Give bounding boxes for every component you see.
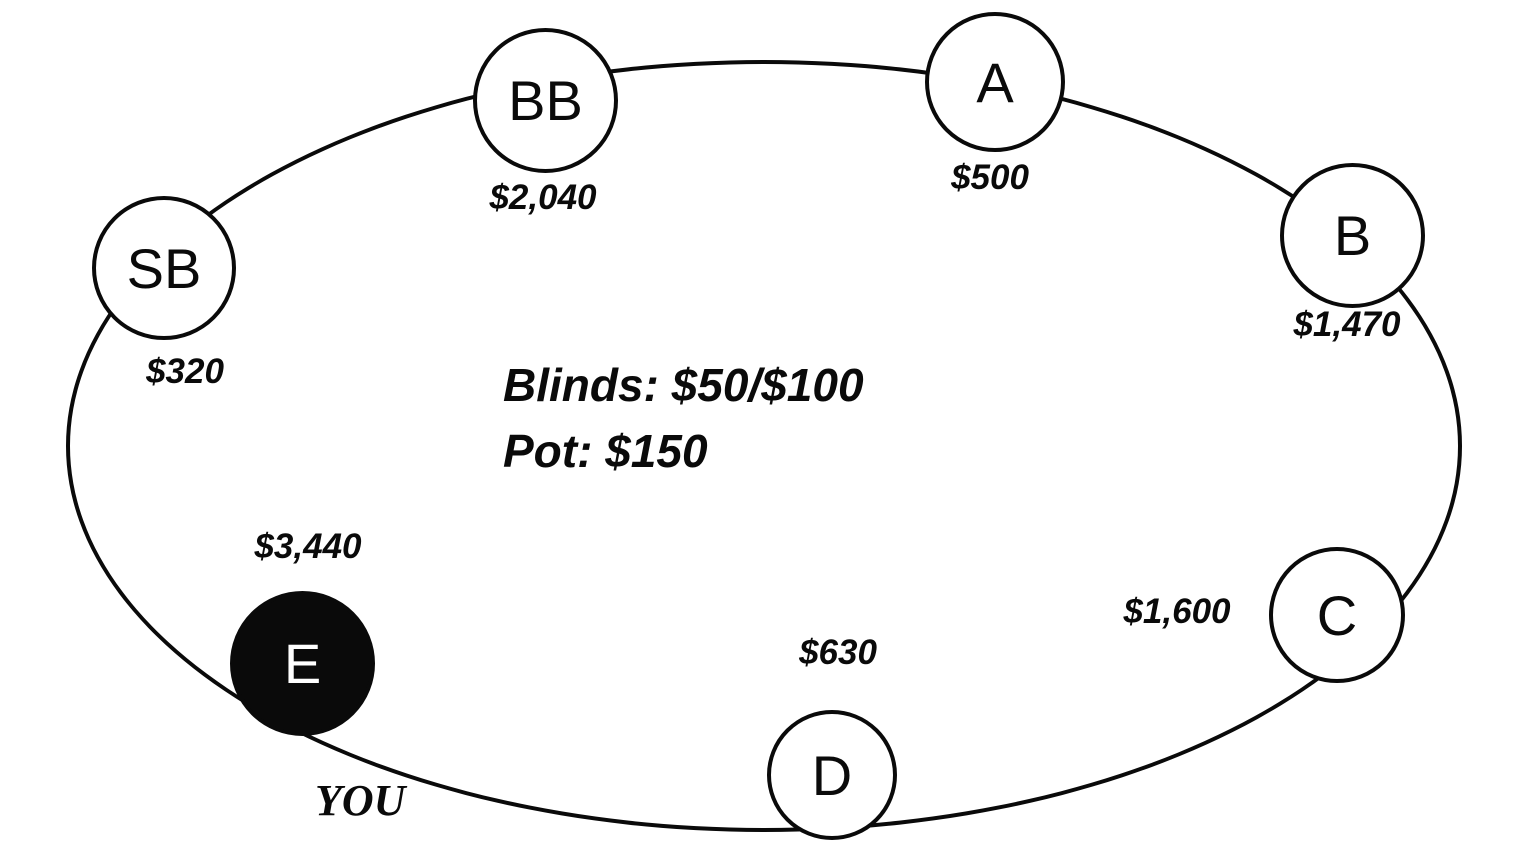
stack-D: $630	[799, 633, 877, 672]
stack-B: $1,470	[1293, 305, 1401, 344]
seat-A: A	[925, 12, 1065, 152]
you-label: YOU	[315, 776, 406, 825]
seat-SB: SB	[92, 196, 236, 340]
seat-SB-label: SB	[126, 236, 202, 300]
seat-A-label: A	[976, 50, 1014, 114]
seat-BB-label: BB	[508, 69, 583, 132]
seat-C: C	[1269, 547, 1405, 683]
seat-C-label: C	[1316, 583, 1358, 647]
table-ellipse	[66, 60, 1462, 832]
stack-C: $1,600	[1123, 592, 1231, 631]
table-info: Blinds: $50/$100 Pot: $150	[503, 352, 864, 484]
stack-BB: $2,040	[489, 178, 597, 217]
seat-BB: BB	[473, 28, 618, 173]
pot-text: Pot: $150	[503, 425, 708, 477]
seat-B: B	[1280, 163, 1425, 308]
seat-D: D	[767, 710, 897, 840]
stack-SB: $320	[146, 352, 224, 391]
stack-E: $3,440	[254, 527, 362, 566]
stack-A: $500	[951, 158, 1029, 197]
seat-B-label: B	[1333, 204, 1372, 267]
seat-E-hero: E	[230, 591, 375, 736]
blinds-text: Blinds: $50/$100	[503, 359, 864, 411]
seat-D-label: D	[811, 743, 853, 807]
seat-E-label: E	[283, 632, 322, 695]
